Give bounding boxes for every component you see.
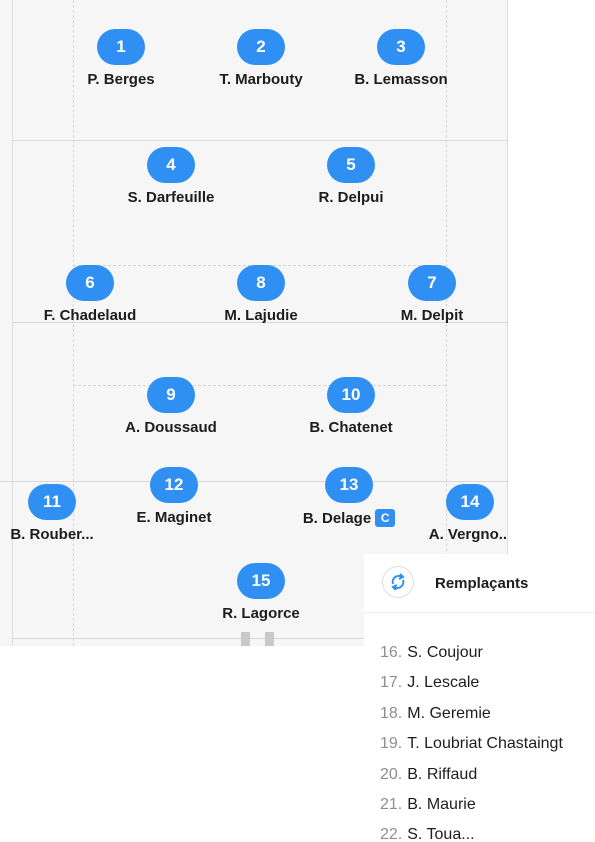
substitute-number: 16. xyxy=(380,644,403,661)
player-number-badge: 3 xyxy=(377,29,425,65)
substitute-item[interactable]: 17.J. Lescale xyxy=(380,674,563,704)
substitute-name: J. Lescale xyxy=(407,674,480,692)
substitute-item[interactable]: 18.M. Geremie xyxy=(380,705,563,735)
goal-post xyxy=(265,632,274,646)
player-name: B. Chatenet xyxy=(309,419,393,436)
player-number-badge: 7 xyxy=(408,265,456,301)
substitutes-title: Remplaçants xyxy=(435,575,529,592)
player-number-badge: 6 xyxy=(66,265,114,301)
substitute-number: 17. xyxy=(380,674,403,692)
player-name: R. Delpui xyxy=(318,189,384,206)
player-number-badge: 4 xyxy=(147,147,195,183)
substitute-name: S. Coujour xyxy=(407,644,483,661)
substitute-number: 19. xyxy=(380,735,403,753)
pitch: 1 P. Berges 2 T. Marbouty 3 B. Lemasson … xyxy=(0,0,508,646)
substitute-number: 22. xyxy=(380,826,403,842)
player-number-badge: 8 xyxy=(237,265,285,301)
pitch-line xyxy=(0,481,508,482)
substitute-item[interactable]: 19.T. Loubriat Chastaingt xyxy=(380,735,563,765)
player-name: A. Doussaud xyxy=(125,419,217,436)
substitutes-header: Remplaçants xyxy=(364,554,595,613)
substitute-item[interactable]: 21.B. Maurie xyxy=(380,796,563,826)
pitch-dashed-line xyxy=(73,0,74,646)
substitute-name: T. Loubriat Chastaingt xyxy=(407,735,563,753)
player-number-badge: 12 xyxy=(150,467,198,503)
pitch-dashed-line xyxy=(73,385,446,386)
player-name: B. Lemasson xyxy=(354,71,448,88)
player-name: P. Berges xyxy=(87,71,155,88)
substitute-name: M. Geremie xyxy=(407,704,491,722)
substitute-name: B. Maurie xyxy=(407,795,476,813)
player-number-badge: 10 xyxy=(327,377,375,413)
player-number-badge: 11 xyxy=(28,484,76,520)
substitute-number: 21. xyxy=(380,795,403,813)
player-name: M. Delpit xyxy=(400,307,464,324)
substitutes-list: 16.S. Coujour 17.J. Lescale 18.M. Geremi… xyxy=(380,644,563,842)
player-number-badge: 2 xyxy=(237,29,285,65)
substitute-item[interactable]: 16.S. Coujour xyxy=(380,644,563,674)
substitute-item[interactable]: 22.S. Toua... xyxy=(380,826,563,842)
pitch-line xyxy=(12,638,508,639)
player-number-badge: 15 xyxy=(237,563,285,599)
pitch-left-edge xyxy=(12,0,13,646)
player-name: A. Vergno... xyxy=(428,526,508,543)
player-number-badge: 13 xyxy=(325,467,373,503)
goal-post xyxy=(241,632,250,646)
player-name: B. Rouber... xyxy=(10,526,94,543)
player-name: T. Marbouty xyxy=(219,71,303,88)
player-name: S. Darfeuille xyxy=(127,189,215,206)
substitute-number: 18. xyxy=(380,704,403,722)
player-number-badge: 5 xyxy=(327,147,375,183)
player-name: E. Maginet xyxy=(136,509,212,526)
substitute-number: 20. xyxy=(380,765,403,783)
substitutes-panel: Remplaçants 16.S. Coujour 17.J. Lescale … xyxy=(364,554,595,842)
substitute-item[interactable]: 20.B. Riffaud xyxy=(380,766,563,796)
substitute-name: S. Toua... xyxy=(407,826,475,842)
substitute-name: B. Riffaud xyxy=(407,765,478,783)
captain-badge: C xyxy=(375,509,396,527)
player-name: F. Chadelaud xyxy=(43,307,137,324)
pitch-line xyxy=(12,140,508,141)
pitch-dashed-line xyxy=(446,0,447,646)
player-number-badge: 9 xyxy=(147,377,195,413)
player-name-text: B. Delage xyxy=(302,510,372,527)
pitch-line xyxy=(12,322,508,323)
pitch-right-edge xyxy=(507,0,508,646)
swap-arrows-icon[interactable] xyxy=(382,566,414,598)
player-name: M. Lajudie xyxy=(224,307,298,324)
player-name: R. Lagorce xyxy=(222,605,300,622)
player-number-badge: 1 xyxy=(97,29,145,65)
player-number-badge: 14 xyxy=(446,484,494,520)
